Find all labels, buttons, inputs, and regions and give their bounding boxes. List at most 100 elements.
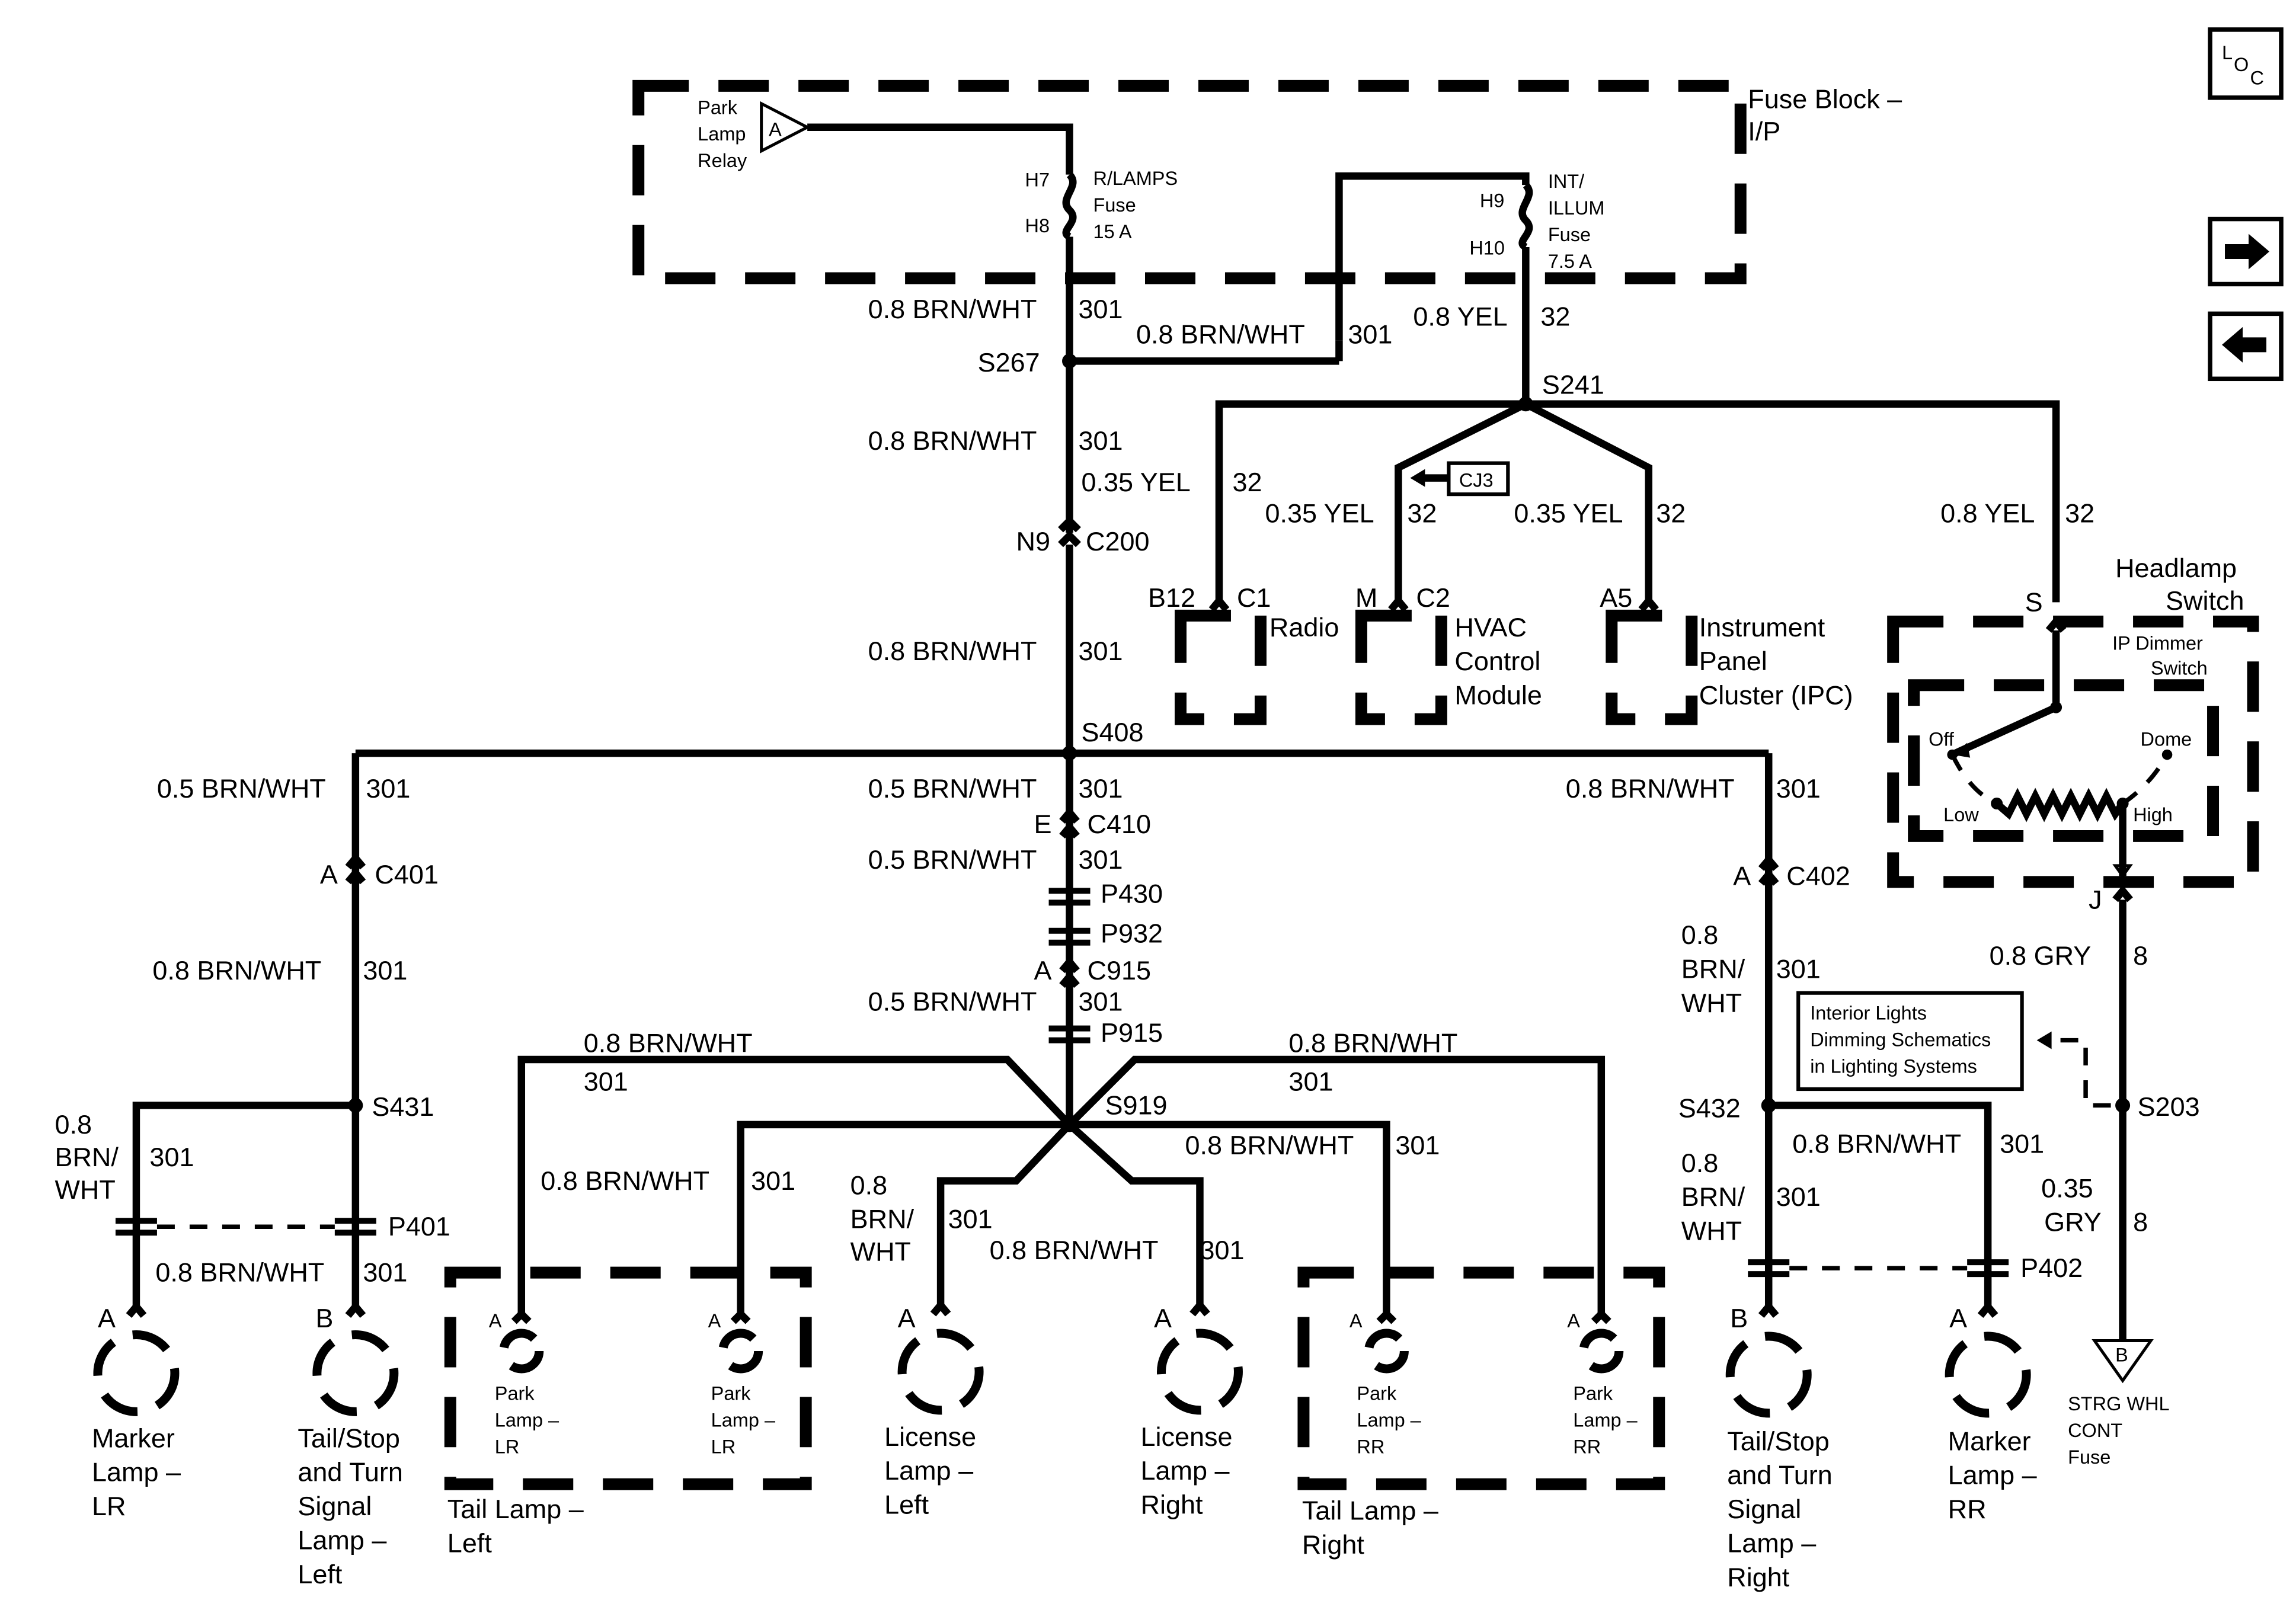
license-lamp-right [1156, 1329, 1243, 1415]
diagram-label: Tail/Stop [298, 1423, 399, 1453]
diagram-label: Dimming Schematics [1810, 1029, 1991, 1051]
diagram-label: O [2234, 54, 2249, 75]
diagram-label: E [1034, 809, 1052, 839]
diagram-label: 301 [1776, 1182, 1821, 1212]
diagram-label: 0.8 BRN/WHT [1288, 1028, 1457, 1058]
diagram-label: Tail/Stop [1727, 1426, 1829, 1456]
diagram-label: 0.8 [1681, 1148, 1719, 1178]
park-lamp-rr-2 [1579, 1329, 1624, 1374]
diagram-label: LR [92, 1491, 126, 1521]
diagram-label: Lamp – [1357, 1409, 1421, 1430]
diagram-label: A [320, 859, 338, 889]
diagram-label: M [1355, 582, 1377, 613]
diagram-label: H8 [1025, 215, 1050, 236]
instrument-panel-cluster [1606, 609, 1698, 725]
next-page-button[interactable] [2208, 216, 2284, 287]
diagram-label: 301 [363, 955, 407, 985]
diagram-label: CONT [2068, 1420, 2122, 1441]
diagram-label: Relay [698, 150, 747, 171]
diagram-label: Lamp – [1573, 1409, 1638, 1430]
diagram-label: 0.5 BRN/WHT [157, 773, 326, 804]
diagram-label: B [315, 1303, 333, 1333]
connector-radio [1208, 595, 1230, 612]
diagram-label: C200 [1086, 526, 1150, 556]
diagram-label: 301 [1776, 773, 1821, 804]
diagram-label: 0.8 BRN/WHT [1185, 1130, 1354, 1160]
diagram-label: in Lighting Systems [1810, 1056, 1977, 1077]
diagram-label: 0.8 YEL [1413, 301, 1507, 331]
diagram-label: Left [884, 1490, 929, 1520]
diagram-label: Lamp – [298, 1525, 386, 1555]
diagram-label: Interior Lights [1810, 1003, 1927, 1024]
diagram-label: Headlamp [2115, 553, 2237, 583]
diagram-label: RR [1573, 1436, 1601, 1457]
diagram-label: Signal [298, 1491, 372, 1521]
p430-connector [1048, 888, 1091, 906]
diagram-label: A5 [1600, 582, 1632, 613]
previous-page-button[interactable] [2208, 311, 2284, 382]
diagram-label: Marker [1948, 1426, 2031, 1456]
diagram-label: C410 [1088, 809, 1152, 839]
diagram-label: 0.8 BRN/WHT [868, 636, 1037, 666]
fuse-block-outline [632, 79, 1747, 284]
diagram-label: BRN/ [850, 1204, 914, 1234]
diagram-label: Lamp [698, 123, 746, 145]
arrow-left-icon [2222, 327, 2267, 363]
diagram-label: BRN/ [1681, 954, 1745, 984]
diagram-label: A [769, 119, 782, 140]
diagram-label: Park [495, 1382, 535, 1404]
diagram-label: 0.8 [1681, 920, 1719, 950]
diagram-label: 301 [1395, 1130, 1440, 1160]
diagram-label: GRY [2044, 1207, 2102, 1237]
diagram-label: 0.8 YEL [1940, 498, 2035, 529]
diagram-label: Left [447, 1528, 493, 1558]
diagram-label: A [1949, 1303, 1967, 1333]
diagram-label: 0.8 GRY [1990, 940, 2092, 971]
diagram-label: 0.8 BRN/WHT [541, 1166, 709, 1196]
diagram-label: H10 [1469, 238, 1505, 259]
diagram-label: P915 [1101, 1017, 1163, 1048]
diagram-label: Lamp – [495, 1409, 559, 1430]
diagram-label: License [1141, 1422, 1233, 1452]
diagram-label: Signal [1727, 1494, 1801, 1524]
diagram-label: 301 [149, 1142, 194, 1172]
tail-stop-turn-lamp-left [312, 1330, 399, 1416]
diagram-label: A [1154, 1303, 1172, 1333]
diagram-label: P430 [1101, 878, 1163, 908]
diagram-label: S432 [1678, 1093, 1741, 1123]
diagram-label: C402 [1786, 860, 1850, 891]
diagram-label: 0.8 BRN/WHT [1792, 1128, 1961, 1158]
cj3-reference-button[interactable]: CJ3 [1410, 461, 1510, 497]
loc-badge[interactable]: L O C [2208, 27, 2284, 100]
diagram-label: S241 [1542, 369, 1604, 399]
diagram-label: J [2089, 884, 2102, 914]
strg-whl-cont-fuse-symbol [2092, 1339, 2154, 1384]
diagram-label: WHT [850, 1237, 911, 1267]
diagram-label: S919 [1105, 1090, 1168, 1120]
diagram-label: 301 [1079, 425, 1123, 456]
diagram-label: Lamp – [884, 1455, 973, 1486]
diagram-label: Cluster (IPC) [1699, 680, 1853, 710]
diagram-label: 301 [363, 1257, 407, 1288]
diagram-label: 301 [1079, 294, 1123, 324]
splice-s203 [2115, 1097, 2131, 1113]
tail-lamp-left-assembly [444, 1266, 812, 1490]
connector-hvac [1388, 595, 1409, 612]
park-lamp-lr-2 [718, 1329, 763, 1374]
interior-lights-reference-link[interactable]: Interior Lights Dimming Schematics in Li… [1796, 991, 2024, 1092]
p402-connector [1748, 1259, 2009, 1278]
diagram-label: 301 [1079, 987, 1123, 1017]
ip-dimmer-switch [1908, 679, 2220, 842]
connector-c200 [1058, 516, 1081, 548]
diagram-label: P401 [388, 1211, 450, 1241]
p915-connector [1048, 1025, 1091, 1044]
diagram-label: Fuse [1548, 224, 1591, 245]
diagram-label: A [1567, 1310, 1580, 1331]
connector-ipc [1638, 595, 1659, 612]
diagram-label: BRN/ [1681, 1182, 1745, 1212]
diagram-label: 301 [1079, 773, 1123, 804]
rheostat-resistor [1994, 788, 2126, 822]
diagram-label: L [2222, 42, 2233, 63]
diagram-label: S408 [1082, 717, 1144, 747]
diagram-label: 15 A [1093, 221, 1132, 242]
